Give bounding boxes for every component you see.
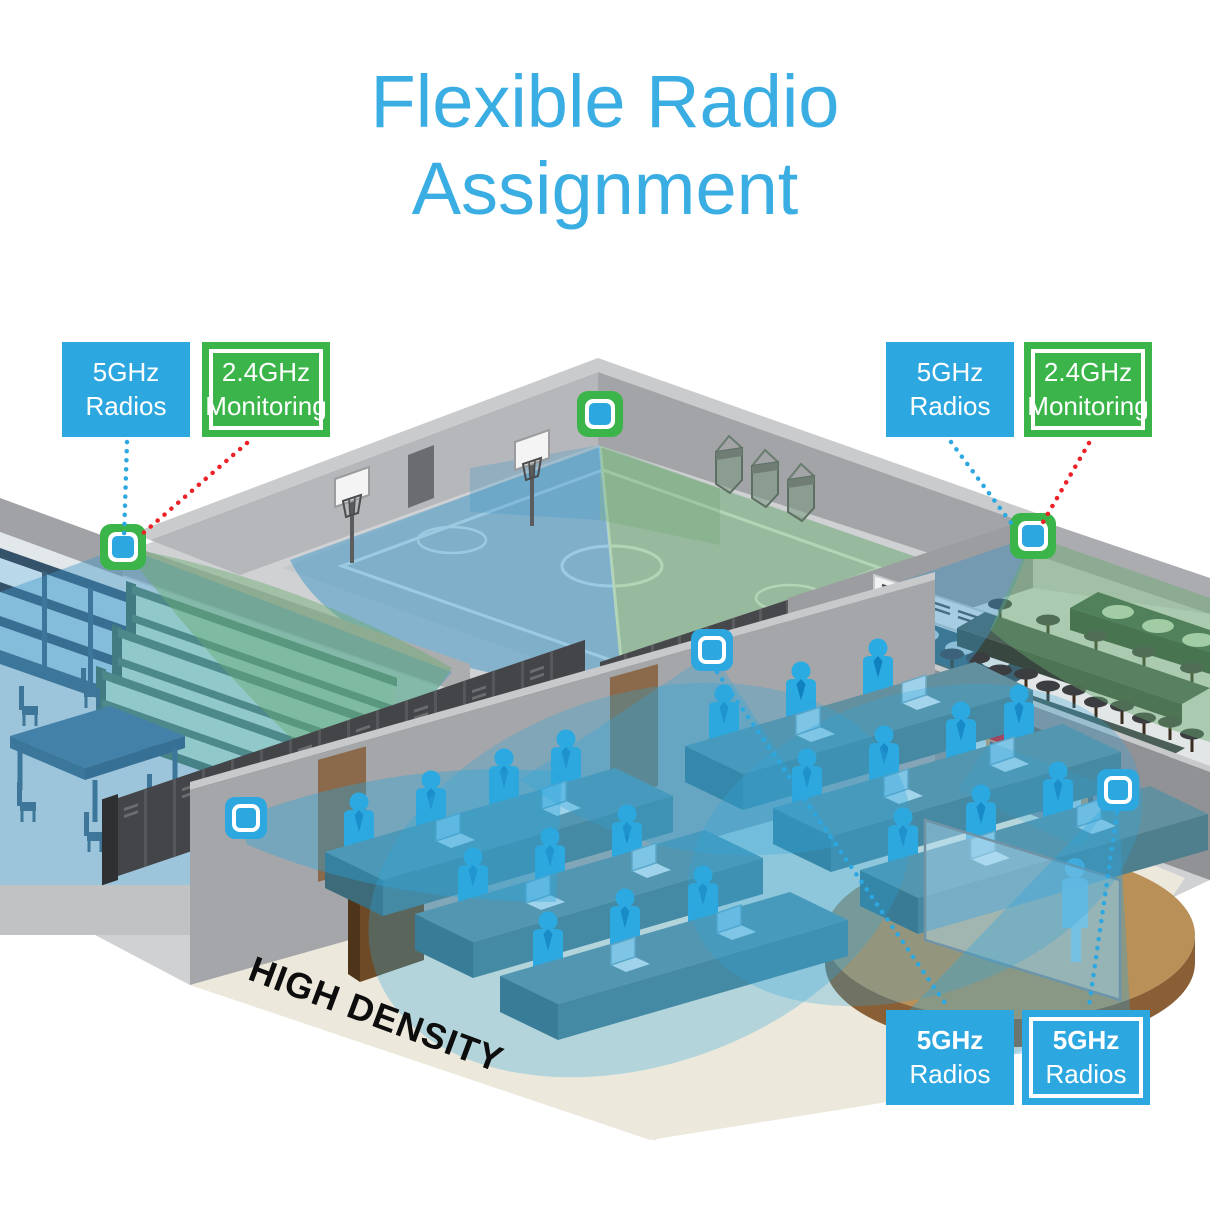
glass-screen <box>923 818 1122 1002</box>
callout-lecture-5ghz-b: 5GHz Radios <box>1022 1010 1150 1105</box>
callout-library-5ghz: 5GHz Radios <box>62 342 190 437</box>
buffet-counter <box>1070 592 1210 674</box>
cafeteria-ap-icon <box>1010 513 1056 559</box>
callout-label: 5GHz <box>916 357 984 388</box>
callout-label: 2.4GHz <box>1043 357 1133 388</box>
lecture-wall-ap-icon <box>223 795 269 841</box>
callout-cafeteria-5ghz: 5GHz Radios <box>886 342 1014 437</box>
library-ap-icon <box>100 524 146 570</box>
lunch-table <box>957 598 1210 740</box>
callout-library-monitoring: 2.4GHz Monitoring <box>202 342 330 437</box>
callout-label: 5GHz <box>1052 1025 1120 1056</box>
callout-label: Radios <box>1045 1058 1127 1089</box>
title-line-2: Assignment <box>411 147 799 231</box>
door <box>610 664 658 800</box>
callout-label: 5GHz <box>92 357 160 388</box>
callout-lecture-5ghz-a: 5GHz Radios <box>886 1010 1014 1105</box>
callout-label: 5GHz <box>916 1025 984 1056</box>
callout-label: 2.4GHz <box>221 357 311 388</box>
gym-ap-icon <box>577 391 623 437</box>
callout-label: Monitoring <box>1027 390 1149 421</box>
callout-label: Radios <box>909 1058 991 1089</box>
library-table <box>10 666 185 854</box>
lecture-right-ap-icon <box>1095 767 1141 813</box>
callout-label: Radios <box>85 390 167 421</box>
callout-cafeteria-monitoring: 2.4GHz Monitoring <box>1024 342 1152 437</box>
presenter <box>1062 858 1088 962</box>
lecture-ceiling-ap-icon <box>689 627 735 673</box>
title-line-1: Flexible Radio <box>370 60 840 143</box>
callout-connectors <box>121 439 1120 1009</box>
callout-label: Monitoring <box>205 390 327 421</box>
callout-label: Radios <box>909 390 991 421</box>
lecture-hall <box>190 572 1210 1140</box>
page-title: Flexible Radio Assignment <box>0 58 1210 233</box>
